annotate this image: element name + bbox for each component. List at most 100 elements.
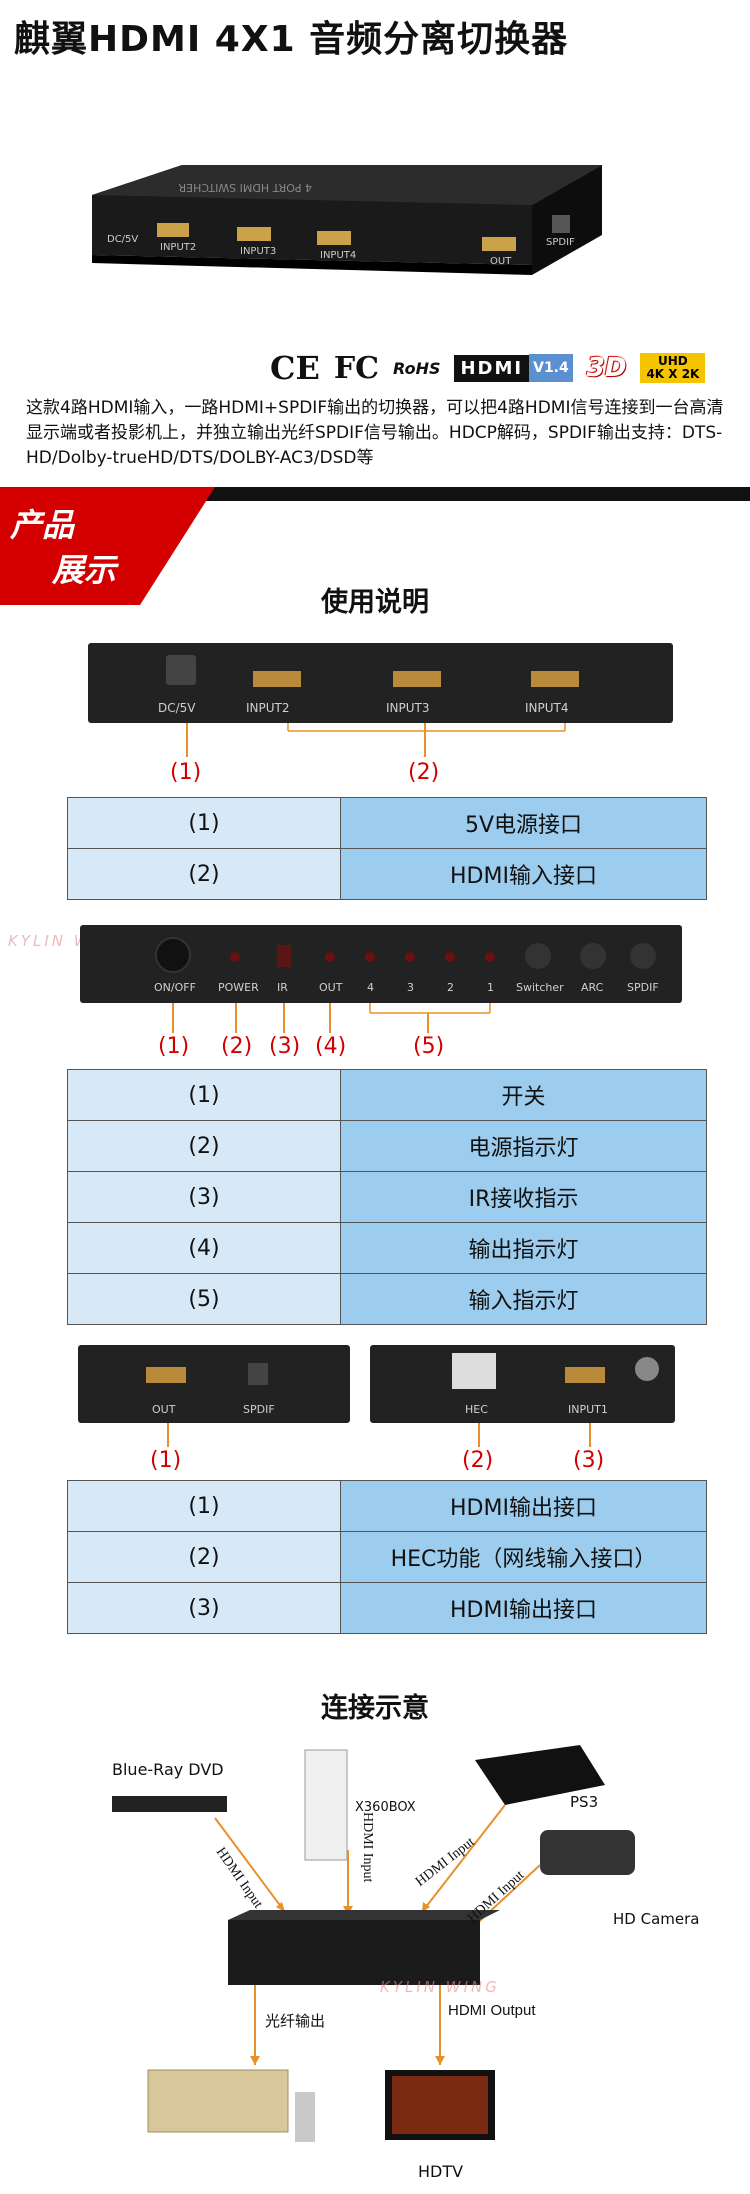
intro-text: 这款4路HDMI输入，一路HDMI+SPDIF输出的切换器，可以把4路HDMI信… (26, 398, 724, 468)
row-number: (1) (67, 1480, 341, 1532)
panel2-label: SPDIF (627, 981, 659, 994)
ir-sensor-icon (635, 1357, 659, 1381)
row-number: (3) (67, 1171, 341, 1223)
input-led-icon (445, 952, 455, 962)
table-row: (2)HDMI输入接口 (67, 848, 707, 900)
table-row: (2)电源指示灯 (67, 1120, 707, 1172)
table-row: (2)HEC功能（网线输入接口） (67, 1531, 707, 1583)
hdmi-port-icon (565, 1367, 605, 1383)
ce-logo: CE (270, 349, 320, 387)
panel2-label: ON/OFF (154, 981, 196, 994)
power-knob-icon (155, 937, 191, 973)
table-row: (1)HDMI输出接口 (67, 1480, 707, 1532)
hdmi-logo: HDMI (454, 354, 530, 382)
panel3-label: INPUT1 (568, 1403, 608, 1416)
row-desc: 5V电源接口 (340, 797, 707, 849)
row-number: (5) (67, 1273, 341, 1325)
port-input2: INPUT2 (160, 242, 196, 253)
row-desc: HEC功能（网线输入接口） (340, 1531, 707, 1583)
hdmi-output-label: HDMI Output (448, 2002, 536, 2019)
port-spdif: SPDIF (546, 237, 575, 248)
source-label: PS3 (570, 1793, 599, 1811)
banner-line1: 产品 (10, 506, 75, 544)
panel1-label: DC/5V (158, 701, 196, 715)
xbox-icon (304, 1749, 348, 1861)
panel3-label: OUT (152, 1403, 176, 1416)
page-title: 麒翼HDMI 4X1 音频分离切换器 (14, 19, 569, 60)
row-desc: 开关 (340, 1069, 707, 1121)
panel3-marker: (2) (462, 1448, 494, 1473)
row-number: (2) (67, 1531, 341, 1583)
row-number: (2) (67, 848, 341, 900)
rohs-logo: RoHS (393, 358, 441, 378)
row-number: (1) (67, 797, 341, 849)
row-number: (1) (67, 1069, 341, 1121)
panel2-marker: (3) (269, 1034, 301, 1059)
uhd-sub: 4K X 2K (646, 367, 700, 381)
device-photo: 4 PORT HDMI SWITCHER DC/5V INPUT2 INPUT3… (92, 165, 602, 275)
panel3-marker: (1) (150, 1448, 182, 1473)
side-panel-photo-2: HEC INPUT1 (370, 1345, 675, 1423)
hdmi-port-icon (253, 671, 301, 687)
out-led-icon (325, 952, 335, 962)
spec-table-3: (1)HDMI输出接口 (2)HEC功能（网线输入接口） (3) HDMI输出接口 (67, 1480, 707, 1634)
watermark: KYLIN WING (380, 1978, 500, 1996)
source-label: X360BOX (355, 1800, 416, 1815)
panel2-marker: (4) (315, 1034, 347, 1059)
panel1-label: INPUT3 (386, 701, 430, 715)
switch-icon (228, 1920, 480, 1985)
row-desc: 输出指示灯 (340, 1222, 707, 1274)
row-desc: HDMI输出接口 (340, 1480, 707, 1532)
front-panel-photo: ON/OFF POWER IR OUT 4 3 2 1 Switcher ARC… (80, 925, 682, 1003)
table-row: (4)输出指示灯 (67, 1222, 707, 1274)
panel1-label: INPUT2 (246, 701, 290, 715)
hdmi-input-label: HDMI Input (360, 1812, 375, 1883)
fiber-output-label: 光纤输出 (265, 2012, 326, 2030)
panel2-marker: (2) (221, 1034, 253, 1059)
row-number: (4) (67, 1222, 341, 1274)
uhd-label: UHD (658, 354, 688, 368)
row-desc: IR接收指示 (340, 1171, 707, 1223)
spec-table-1: (1)5V电源接口 (2)HDMI输入接口 (67, 797, 707, 900)
arc-button-icon (580, 943, 606, 969)
panel1-marker: (1) (170, 760, 202, 785)
device-top-label: 4 PORT HDMI SWITCHER (178, 181, 312, 194)
table-row: (5)输入指示灯 (67, 1273, 707, 1325)
connection-title: 连接示意 (321, 1693, 429, 1724)
panel2-label: 3 (407, 981, 414, 994)
table-row: (1)开关 (67, 1069, 707, 1121)
rear-panel-photo: DC/5V INPUT2 INPUT3 INPUT4 (88, 643, 673, 723)
input-led-icon (405, 952, 415, 962)
table-row: (3)IR接收指示 (67, 1171, 707, 1223)
spdif-port-icon (248, 1363, 268, 1385)
spdif-button-icon (630, 943, 656, 969)
bluray-player-icon (112, 1796, 227, 1812)
port-input3: INPUT3 (240, 246, 276, 257)
row-number: (3) (67, 1582, 341, 1634)
panel2-label: ARC (581, 981, 604, 994)
dc-jack-icon (166, 655, 196, 685)
input-led-icon (365, 952, 375, 962)
panel2-label: POWER (218, 981, 259, 994)
hdtv-label: HDTV (418, 2162, 464, 2181)
banner-line2: 展示 (52, 551, 117, 589)
panel2-label: IR (277, 981, 288, 994)
row-desc: HDMI输入接口 (340, 848, 707, 900)
row-desc: 输入指示灯 (340, 1273, 707, 1325)
connection-diagram (112, 1745, 635, 2142)
panel2-marker: (1) (158, 1034, 190, 1059)
panel2-label: 2 (447, 981, 454, 994)
panel2-marker: (5) (413, 1034, 445, 1059)
spec-table-2: (1)开关 (2)电源指示灯 (3)IR接收指示 (4)输出指示灯 (5)输入指… (67, 1069, 707, 1325)
panel3-label: HEC (465, 1403, 488, 1416)
port-dc: DC/5V (107, 234, 138, 245)
panel2-label: OUT (319, 981, 343, 994)
panel3-label: SPDIF (243, 1403, 275, 1416)
camera-icon (540, 1830, 635, 1875)
hdmi-port-icon (531, 671, 579, 687)
panel2-connectors (172, 1003, 491, 1033)
panel1-marker: (2) (408, 760, 440, 785)
port-out: OUT (490, 256, 512, 267)
product-banner (0, 487, 750, 605)
